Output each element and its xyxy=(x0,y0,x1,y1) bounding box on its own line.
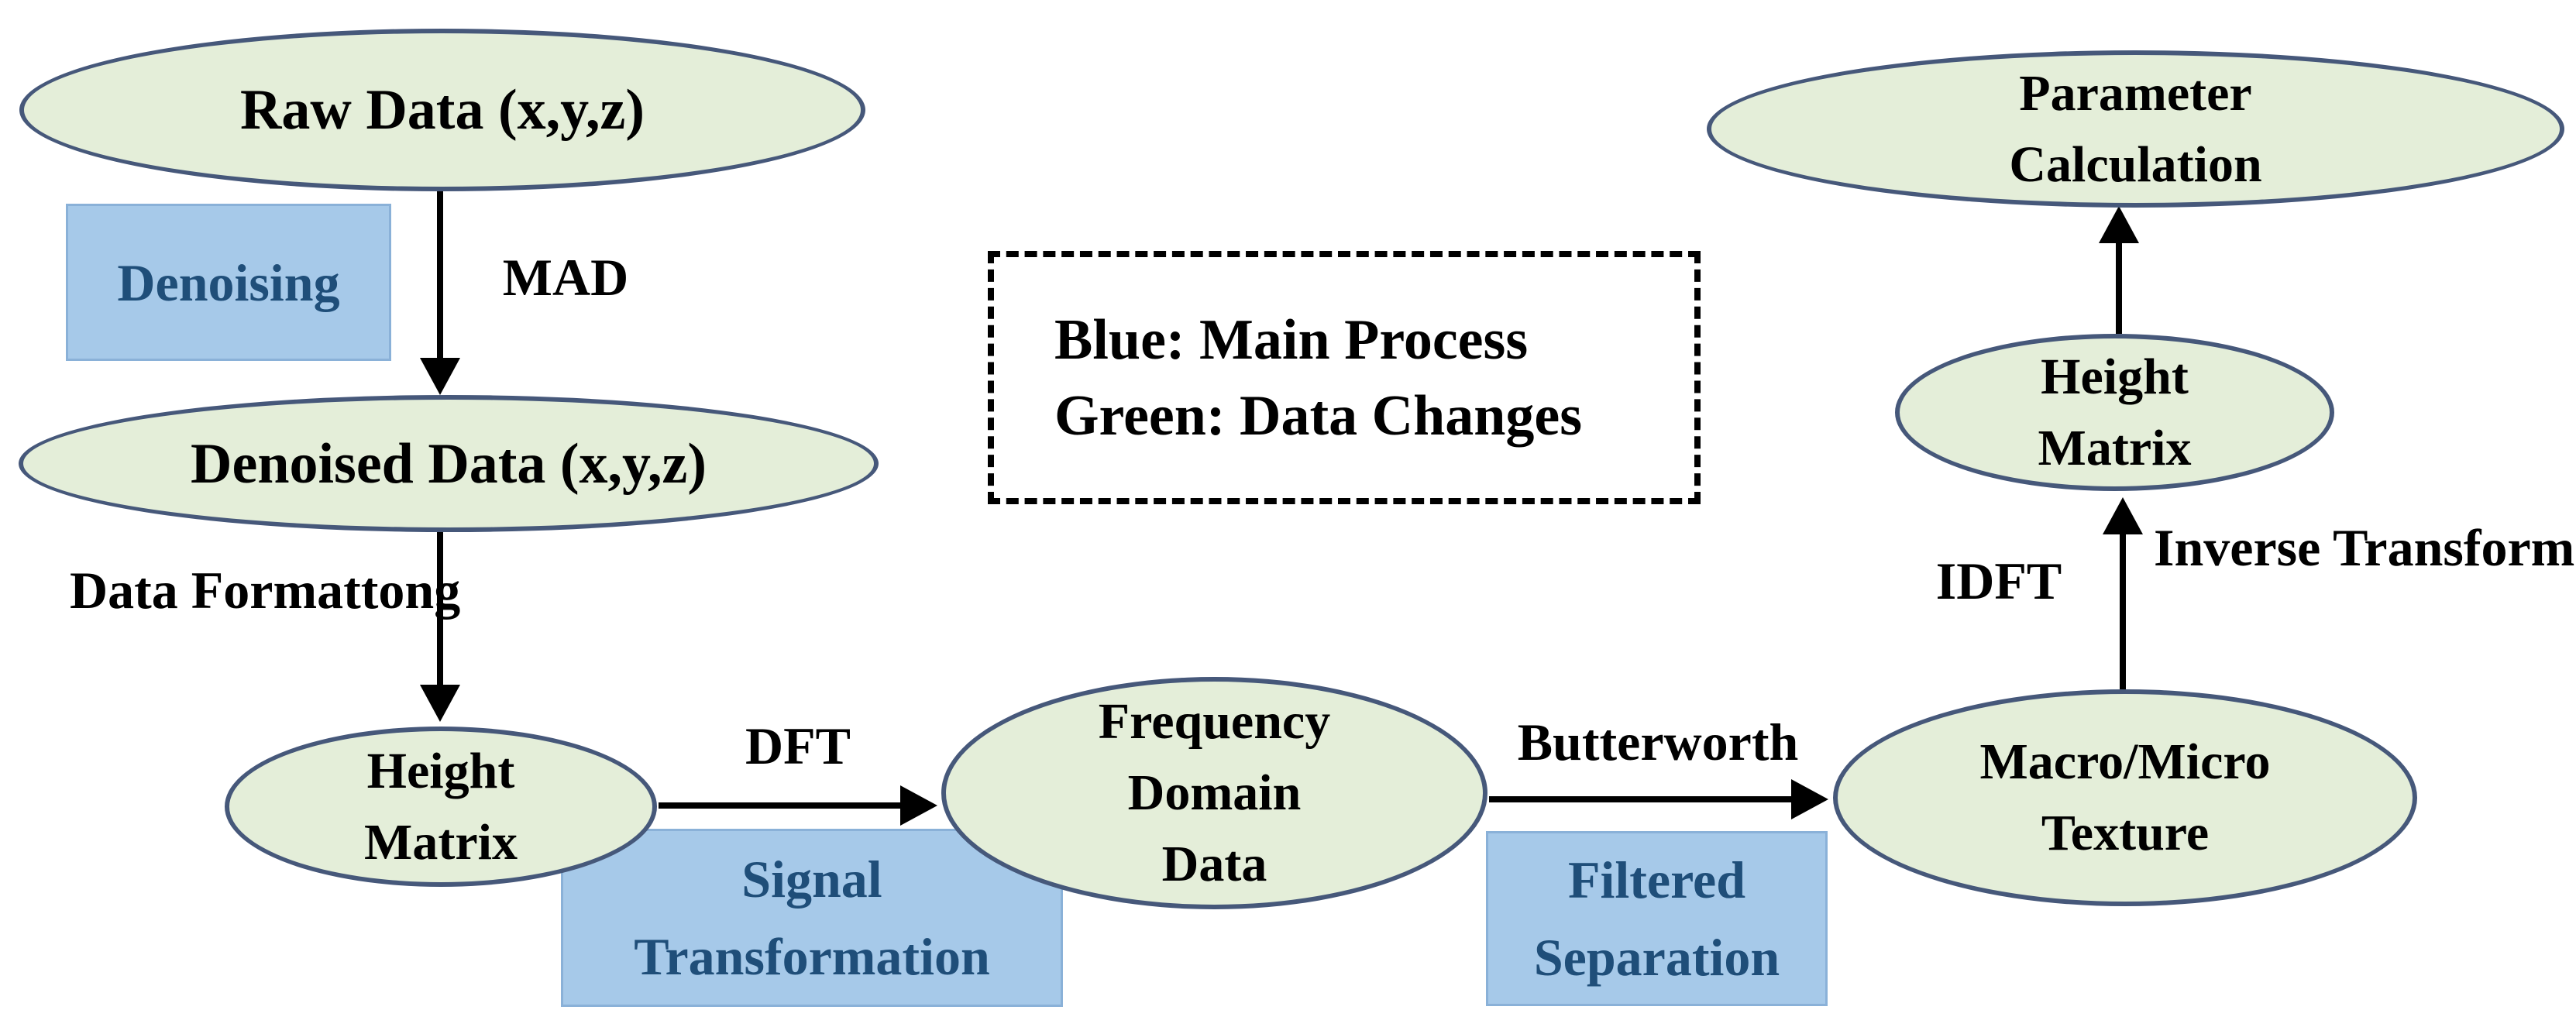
arrow-heightmatrix2-to-parameter-head xyxy=(2099,206,2139,243)
node-macro-micro-texture-line1: Macro/Micro xyxy=(1979,733,2271,790)
arrow-denoised-to-heightmatrix-line xyxy=(437,532,443,687)
node-height-matrix-2: Height Matrix xyxy=(1895,334,2334,491)
arrow-frequency-to-macromicro-line xyxy=(1489,796,1791,802)
process-filtered-separation-line1: Filtered xyxy=(1567,850,1746,909)
node-parameter-calculation: Parameter Calculation xyxy=(1707,50,2564,208)
edge-label-inverse-transformation-line1: Inverse xyxy=(2154,518,2321,577)
arrow-heightmatrix-to-frequency-head xyxy=(900,785,937,826)
legend-line-blue: Blue: Main Process xyxy=(1054,307,1529,372)
node-denoised-data-label: Denoised Data (x,y,z) xyxy=(191,431,707,496)
edge-label-butterworth: Butterworth xyxy=(1517,713,1799,771)
node-raw-data: Raw Data (x,y,z) xyxy=(19,29,865,191)
node-height-matrix-1-line2: Matrix xyxy=(364,813,518,871)
process-denoising: Denoising xyxy=(66,204,391,361)
edge-label-idft: IDFT xyxy=(1935,551,2062,610)
node-macro-micro-texture: Macro/Micro Texture xyxy=(1833,689,2417,906)
arrow-denoised-to-heightmatrix-head xyxy=(420,685,460,722)
legend-box: Blue: Main Process Green: Data Changes xyxy=(988,251,1701,504)
node-parameter-calculation-line2: Calculation xyxy=(2009,136,2262,193)
edge-label-data-formatting: Data Formattong xyxy=(70,551,461,629)
arrow-macromicro-to-heightmatrix2-head xyxy=(2103,497,2143,534)
node-macro-micro-texture-line2: Texture xyxy=(2041,805,2210,861)
process-filtered-separation: Filtered Separation xyxy=(1486,831,1828,1006)
node-height-matrix-2-line1: Height xyxy=(2041,348,2189,405)
arrow-heightmatrix-to-frequency-line xyxy=(659,802,900,809)
arrow-frequency-to-macromicro-head xyxy=(1791,779,1828,819)
edge-label-inverse-transformation: Inverse Transformation xyxy=(2154,517,2576,578)
process-denoising-label: Denoising xyxy=(117,252,340,312)
node-height-matrix-1: Height Matrix xyxy=(225,727,657,887)
edge-label-data-formatting-line1: Data xyxy=(70,561,178,620)
legend-line-green: Green: Data Changes xyxy=(1054,383,1583,448)
arrow-macromicro-to-heightmatrix2-line xyxy=(2120,534,2126,689)
arrow-raw-to-denoised-line xyxy=(437,191,443,360)
process-signal-transformation-line2: Transformation xyxy=(634,927,990,986)
node-frequency-domain-data-line3: Data xyxy=(1161,836,1267,892)
process-filtered-separation-line2: Separation xyxy=(1533,928,1780,987)
node-height-matrix-1-line1: Height xyxy=(366,742,515,799)
node-frequency-domain-data: Frequency Domain Data xyxy=(941,677,1487,909)
node-parameter-calculation-line1: Parameter xyxy=(2019,64,2252,122)
edge-label-inverse-transformation-line2: Transformation xyxy=(2333,518,2576,577)
node-height-matrix-2-line2: Matrix xyxy=(2038,419,2192,476)
process-signal-transformation-line1: Signal xyxy=(741,850,882,909)
node-raw-data-label: Raw Data (x,y,z) xyxy=(239,78,645,142)
node-frequency-domain-data-line1: Frequency xyxy=(1098,693,1331,750)
node-denoised-data: Denoised Data (x,y,z) xyxy=(19,395,879,532)
edge-label-dft: DFT xyxy=(745,716,851,775)
edge-label-data-formatting-line2: Formattong xyxy=(191,561,461,620)
edge-label-mad: MAD xyxy=(502,248,629,307)
arrow-raw-to-denoised-head xyxy=(420,358,460,395)
node-frequency-domain-data-line2: Domain xyxy=(1127,764,1302,821)
process-signal-transformation: Signal Transformation xyxy=(561,829,1063,1007)
arrow-heightmatrix2-to-parameter-line xyxy=(2116,243,2122,334)
